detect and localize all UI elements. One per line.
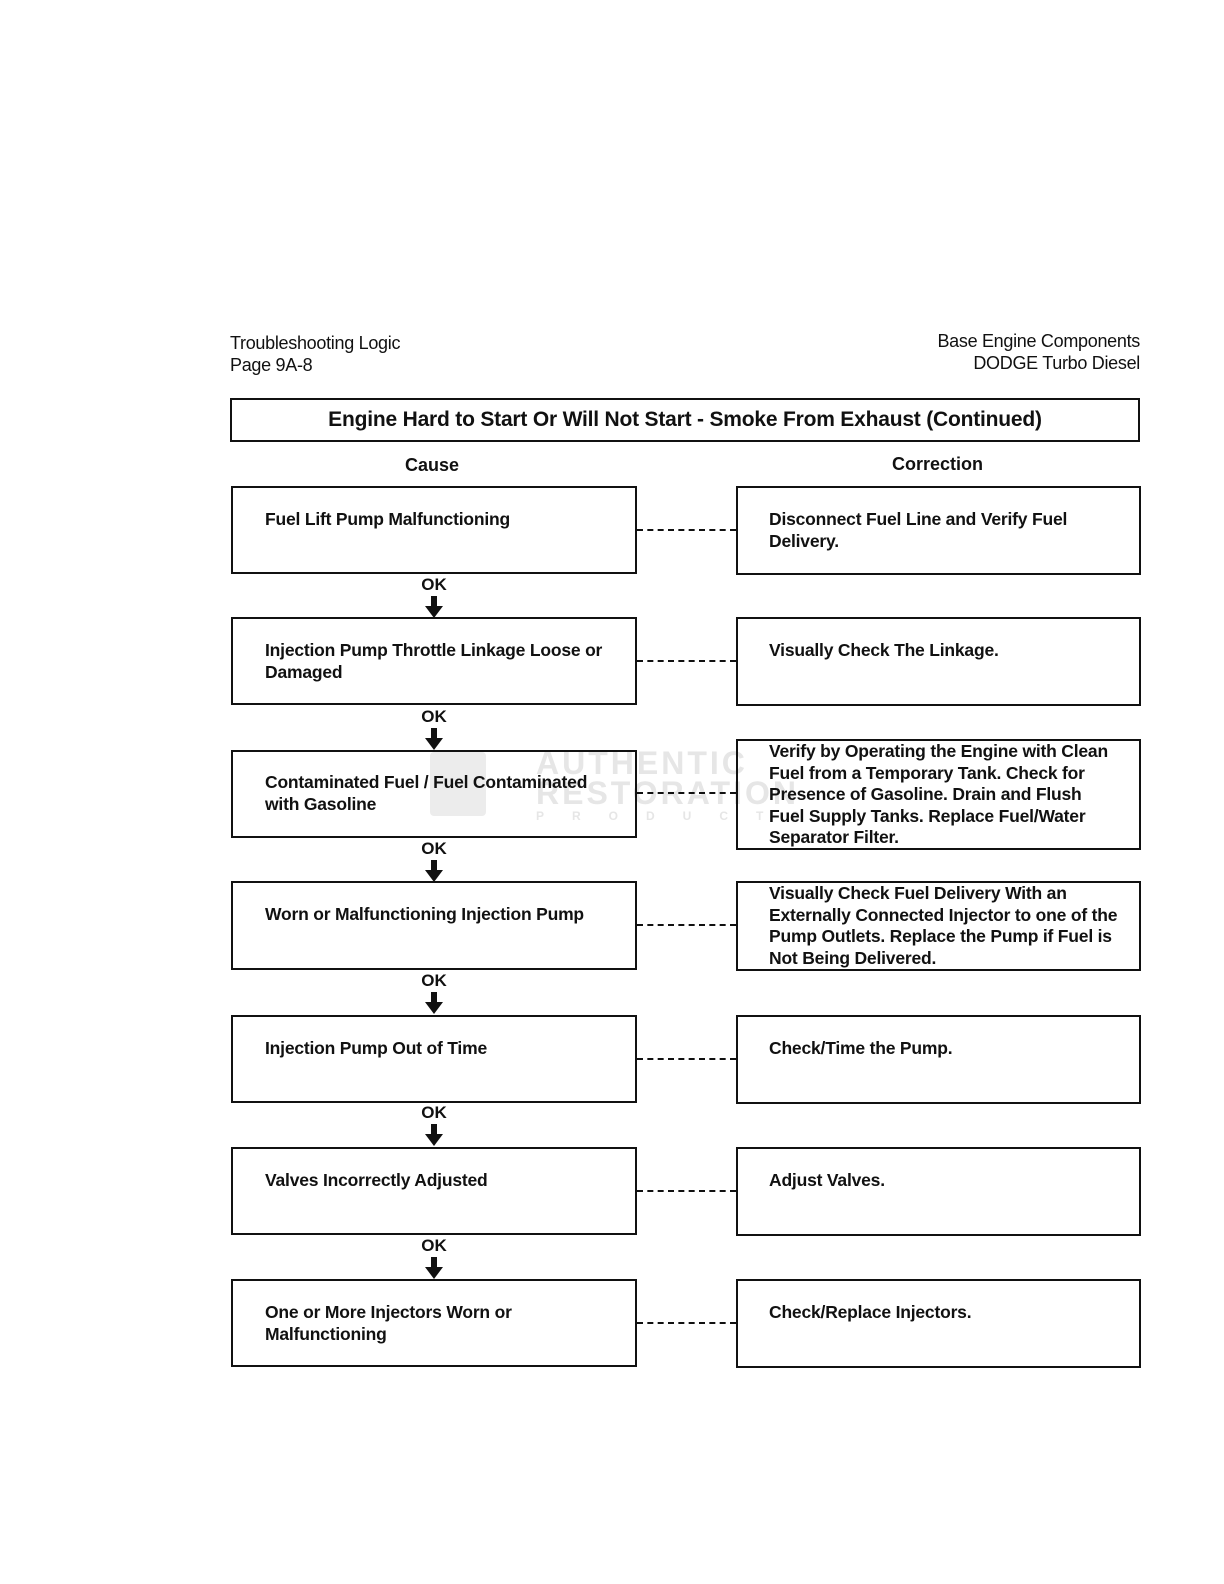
header-left: Troubleshooting Logic Page 9A-8 [230, 332, 400, 376]
down-arrow-icon [425, 992, 443, 1014]
ok-label-6: OK [421, 1236, 447, 1255]
cause-box-7: One or More Injectors Worn or Malfunctio… [231, 1279, 637, 1367]
ok-label-3: OK [421, 839, 447, 858]
cause-box-3: Contaminated Fuel / Fuel Contaminated wi… [231, 750, 637, 838]
correction-box-5: Check/Time the Pump. [736, 1015, 1141, 1104]
correction-box-2: Visually Check The Linkage. [736, 617, 1141, 706]
connector-line-6 [637, 1190, 736, 1192]
chart-title: Engine Hard to Start Or Will Not Start -… [230, 398, 1140, 442]
ok-label-4: OK [421, 971, 447, 990]
header-right: Base Engine Components DODGE Turbo Diese… [937, 330, 1140, 374]
connector-line-3 [637, 792, 736, 794]
vehicle-name: DODGE Turbo Diesel [973, 353, 1140, 373]
connector-line-2 [637, 660, 736, 662]
down-arrow-icon [425, 596, 443, 618]
correction-box-1: Disconnect Fuel Line and Verify Fuel Del… [736, 486, 1141, 575]
connector-line-4 [637, 924, 736, 926]
correction-column-heading: Correction [892, 454, 984, 474]
correction-box-7: Check/Replace Injectors. [736, 1279, 1141, 1368]
down-arrow-icon [425, 728, 443, 750]
cause-box-1: Fuel Lift Pump Malfunctioning [231, 486, 637, 574]
cause-box-6: Valves Incorrectly Adjusted [231, 1147, 637, 1235]
ok-label-2: OK [421, 707, 447, 726]
connector-line-5 [637, 1058, 736, 1060]
cause-box-4: Worn or Malfunctioning Injection Pump [231, 881, 637, 970]
cause-box-2: Injection Pump Throttle Linkage Loose or… [231, 617, 637, 705]
correction-box-4: Visually Check Fuel Delivery With an Ext… [736, 881, 1141, 971]
cause-column-heading: Cause [405, 455, 460, 475]
correction-box-6: Adjust Valves. [736, 1147, 1141, 1236]
down-arrow-icon [425, 1257, 443, 1279]
down-arrow-icon [425, 860, 443, 882]
page-number: Page 9A-8 [230, 355, 313, 375]
chapter-name: Base Engine Components [937, 331, 1140, 351]
down-arrow-icon [425, 1124, 443, 1146]
connector-line-7 [637, 1322, 736, 1324]
cause-box-5: Injection Pump Out of Time [231, 1015, 637, 1103]
ok-label-1: OK [421, 575, 447, 594]
section-name: Troubleshooting Logic [230, 333, 401, 353]
ok-label-5: OK [421, 1103, 447, 1122]
correction-box-3: Verify by Operating the Engine with Clea… [736, 739, 1141, 850]
connector-line-1 [637, 529, 736, 531]
